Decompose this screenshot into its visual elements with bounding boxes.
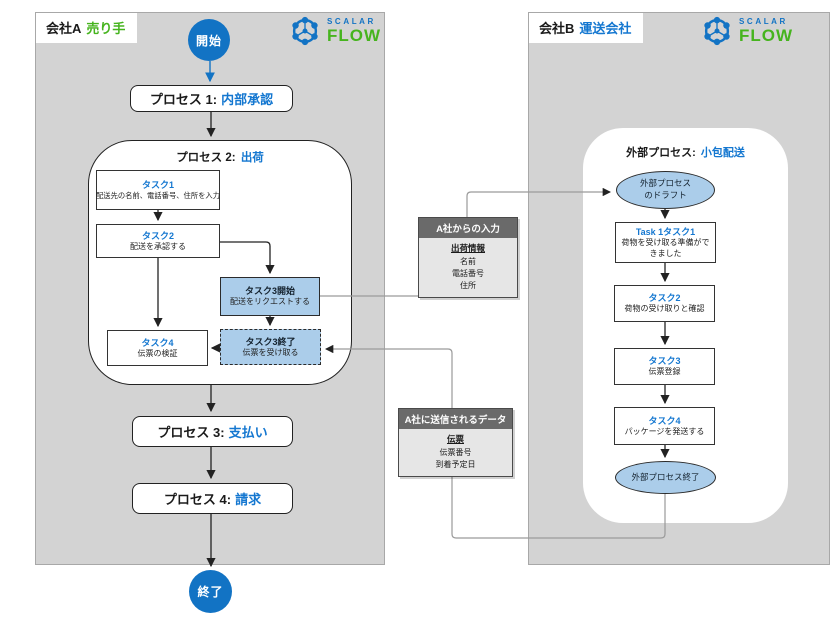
task2-title: タスク2 <box>141 230 174 241</box>
external-draft-line2: のドラフト <box>644 190 687 200</box>
external-end-label: 外部プロセス終了 <box>631 471 700 482</box>
input-from-a-title: 出荷情報 <box>450 243 485 253</box>
task4-title: タスク4 <box>141 337 174 348</box>
input-item-name: 名前 <box>460 257 476 266</box>
task3-start-title: タスク3開始 <box>244 286 295 297</box>
panel-a-label: 会社A 売り手 <box>36 13 138 43</box>
external-draft-node: 外部プロセス のドラフト <box>616 171 715 209</box>
process1-name: 内部承認 <box>221 92 274 107</box>
input-from-a-box: A社からの入力 出荷情報 名前 電話番号 住所 <box>418 217 518 298</box>
process4-prefix: プロセス 4: <box>163 492 232 507</box>
panel-b-role: 運送会社 <box>579 21 632 36</box>
process1-prefix: プロセス 1: <box>149 92 218 107</box>
logo-flow-text: FLOW <box>327 26 382 45</box>
task4-body: 伝票の検証 <box>137 348 178 358</box>
process1-node: プロセス 1: 内部承認 <box>130 85 293 112</box>
process3-name: 支払い <box>228 425 268 440</box>
process2-title-name: 出荷 <box>240 152 264 164</box>
data-sent-to-a-header: A社に送信されるデータ <box>399 409 512 429</box>
task3-end-body: 伝票を受け取る <box>242 347 299 357</box>
scalar-flow-logo: SCALAR FLOW <box>288 14 381 48</box>
task3-start-body: 配送をリクエストする <box>230 297 310 307</box>
btask3-body: 伝票登録 <box>648 367 681 377</box>
external-process-title-name: 小包配送 <box>700 147 745 159</box>
logo-scalar-text: SCALAR <box>739 17 788 26</box>
scalar-flow-icon <box>292 16 318 46</box>
external-end-node: 外部プロセス終了 <box>615 461 716 494</box>
process3-prefix: プロセス 3: <box>157 425 225 440</box>
task4-node: タスク4 伝票の検証 <box>107 330 208 366</box>
scalar-flow-logo-b: SCALAR FLOW <box>700 14 793 48</box>
panel-b-label: 会社B 運送会社 <box>529 13 644 43</box>
task1-node: タスク1 配送先の名前、電話番号、住所を入力 <box>96 170 220 210</box>
input-from-a-header: A社からの入力 <box>419 218 517 238</box>
process2-title-prefix: プロセス 2: <box>176 152 236 164</box>
output-item-eta: 到着予定日 <box>435 460 476 469</box>
output-item-slip-number: 伝票番号 <box>439 448 472 457</box>
task1-body: 配送先の名前、電話番号、住所を入力 <box>95 191 221 201</box>
panel-a-role: 売り手 <box>86 21 126 36</box>
btask1-title: Task 1タスク1 <box>635 226 696 237</box>
process3-node: プロセス 3: 支払い <box>132 416 293 447</box>
external-draft-line1: 外部プロセス <box>639 178 691 189</box>
btask3-title: タスク3 <box>648 356 681 367</box>
panel-a-company: 会社A <box>46 21 82 36</box>
btask2-body: 荷物の受け取りと確認 <box>624 304 705 314</box>
task1-title: タスク1 <box>141 180 174 190</box>
process4-name: 請求 <box>235 492 262 507</box>
task3-start-node: タスク3開始 配送をリクエストする <box>220 277 320 316</box>
btask4-node: タスク4 パッケージを発送する <box>614 407 715 445</box>
input-item-phone: 電話番号 <box>452 269 484 278</box>
btask2-node: タスク2 荷物の受け取りと確認 <box>614 285 715 322</box>
scalar-flow-icon <box>704 16 730 46</box>
btask3-node: タスク3 伝票登録 <box>614 348 715 385</box>
external-process-title: 外部プロセス: 小包配送 <box>583 144 788 160</box>
start-node-label: 開始 <box>195 33 222 48</box>
logo-scalar-text: SCALAR <box>327 17 376 26</box>
task2-node: タスク2 配送を承認する <box>96 224 220 258</box>
process4-node: プロセス 4: 請求 <box>132 483 293 514</box>
data-sent-to-a-title: 伝票 <box>446 434 464 444</box>
btask2-title: タスク2 <box>648 293 681 304</box>
task2-body: 配送を承認する <box>130 241 186 251</box>
end-node: 終了 <box>189 570 232 613</box>
external-process-title-prefix: 外部プロセス: <box>626 147 696 159</box>
btask1-node: Task 1タスク1 荷物を受け取る準備ができました <box>615 222 716 263</box>
btask1-body: 荷物を受け取る準備ができました <box>621 237 710 258</box>
process2-title: プロセス 2: 出荷 <box>89 149 351 165</box>
data-sent-to-a-box: A社に送信されるデータ 伝票 伝票番号 到着予定日 <box>398 408 513 477</box>
end-node-label: 終了 <box>197 585 224 599</box>
logo-flow-text: FLOW <box>739 26 794 45</box>
btask4-body: パッケージを発送する <box>624 426 705 436</box>
btask4-title: タスク4 <box>648 415 681 426</box>
input-item-address: 住所 <box>460 281 476 290</box>
task3-end-title: タスク3終了 <box>245 336 296 347</box>
start-node: 開始 <box>188 19 230 61</box>
task3-end-node: タスク3終了 伝票を受け取る <box>220 329 321 365</box>
panel-b-company: 会社B <box>539 21 575 36</box>
